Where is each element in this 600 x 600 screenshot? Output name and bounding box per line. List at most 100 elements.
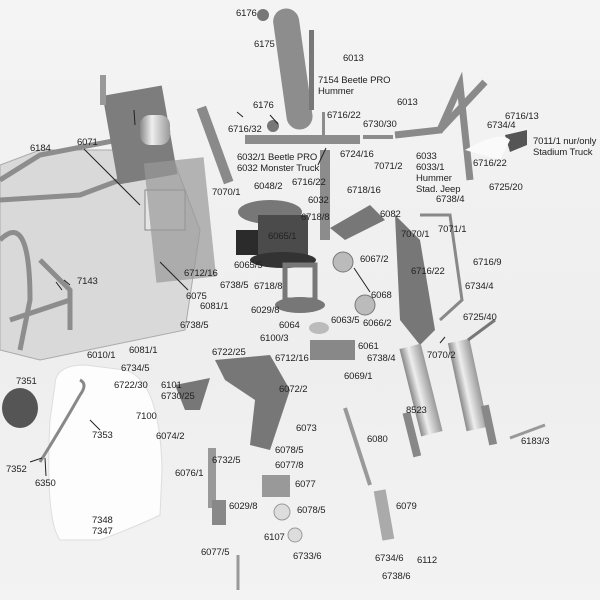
label-6175: 6175 bbox=[254, 39, 275, 50]
pin-6183 bbox=[509, 423, 546, 440]
nut-6107 bbox=[287, 527, 303, 543]
label-6725-40: 6725/40 bbox=[463, 312, 497, 323]
label-6350: 6350 bbox=[35, 478, 56, 489]
label-6738-4: 6738/4 bbox=[436, 194, 465, 205]
label-6071: 6071 bbox=[77, 137, 98, 148]
label-6081-1-b: 6081/1 bbox=[129, 345, 158, 356]
label-8523: 8523 bbox=[406, 405, 427, 416]
label-6048-2: 6048/2 bbox=[254, 181, 283, 192]
rod-6076 bbox=[208, 448, 216, 508]
label-6065-5: 6065/5 bbox=[234, 260, 263, 271]
bushing-6063 bbox=[309, 322, 329, 334]
leader-lines bbox=[29, 109, 446, 477]
gear-6067 bbox=[332, 251, 354, 273]
label-6718-8-b: 6718/8 bbox=[254, 281, 283, 292]
label-7011-1: 7011/1 nur/only Stadium Truck bbox=[533, 136, 597, 158]
label-6718-16: 6718/16 bbox=[347, 185, 381, 196]
label-6716-9: 6716/9 bbox=[473, 257, 502, 268]
label-6724-16: 6724/16 bbox=[340, 149, 374, 160]
bracket-6082 bbox=[330, 205, 385, 240]
label-6732-5: 6732/5 bbox=[212, 455, 241, 466]
label-6065-1: 6065/1 bbox=[268, 231, 297, 242]
hose-6350 bbox=[38, 378, 86, 463]
label-6733-6: 6733/6 bbox=[293, 551, 322, 562]
label-6061: 6061 bbox=[358, 341, 379, 352]
axle-6080 bbox=[343, 407, 372, 486]
label-6712-16-b: 6712/16 bbox=[275, 353, 309, 364]
label-6738-5: 6738/5 bbox=[220, 280, 249, 291]
label-6072-2: 6072/2 bbox=[279, 384, 308, 395]
hub-6077 bbox=[262, 475, 290, 497]
cap-7351 bbox=[2, 388, 38, 428]
label-7070-1: 7070/1 bbox=[212, 187, 241, 198]
label-7143: 7143 bbox=[77, 276, 98, 287]
label-6734-4: 6734/4 bbox=[487, 120, 516, 131]
post-7070 bbox=[196, 105, 234, 185]
knob-6176-b bbox=[267, 120, 279, 132]
label-7351: 7351 bbox=[16, 376, 37, 387]
label-6075: 6075 bbox=[186, 291, 207, 302]
label-6730-30: 6730/30 bbox=[363, 119, 397, 130]
front-cage-6033 bbox=[394, 71, 488, 181]
label-7070-1-b: 7070/1 bbox=[401, 229, 430, 240]
label-6082: 6082 bbox=[380, 209, 401, 220]
pin-6725-40 bbox=[467, 318, 496, 342]
label-6029-8-b: 6029/8 bbox=[229, 501, 258, 512]
label-7348: 7348 7347 bbox=[92, 515, 113, 537]
label-6716-22-c: 6716/22 bbox=[292, 177, 326, 188]
label-6013: 6013 bbox=[343, 53, 364, 64]
label-6176-b: 6176 bbox=[253, 100, 274, 111]
pin-7154 bbox=[309, 30, 314, 110]
link-arm-6175 bbox=[273, 8, 313, 130]
rod-7071 bbox=[420, 213, 464, 322]
label-6032: 6032 bbox=[308, 195, 329, 206]
label-6032-1: 6032/1 Beetle PRO 6032 Monster Truck bbox=[237, 152, 320, 174]
label-7070-2: 7070/2 bbox=[427, 350, 456, 361]
label-6074-2: 6074/2 bbox=[156, 431, 185, 442]
label-6716-13: 6716/13 bbox=[505, 111, 539, 122]
label-6734-5: 6734/5 bbox=[121, 363, 150, 374]
axle-6079 bbox=[373, 489, 395, 541]
label-6184: 6184 bbox=[30, 143, 51, 154]
label-6722-30: 6722/30 bbox=[114, 380, 148, 391]
label-6078-5: 6078/5 bbox=[275, 445, 304, 456]
label-6712-16: 6712/16 bbox=[184, 268, 218, 279]
arm-6072 bbox=[215, 355, 290, 450]
label-6033: 6033 6033/1 Hummer Stad. Jeep bbox=[416, 151, 461, 195]
arm-6074 bbox=[175, 378, 210, 410]
label-6716-22: 6716/22 bbox=[327, 110, 361, 121]
carrier-6064 bbox=[282, 262, 318, 303]
label-6068: 6068 bbox=[371, 290, 392, 301]
block-6061 bbox=[310, 340, 355, 360]
arm-7070 bbox=[395, 215, 435, 345]
label-6738-5-b: 6738/5 bbox=[180, 320, 209, 331]
sleeve-6065-5 bbox=[236, 230, 258, 255]
label-6176: 6176 bbox=[236, 8, 257, 19]
label-6107: 6107 bbox=[264, 532, 285, 543]
label-6029-8: 6029/8 bbox=[251, 305, 280, 316]
label-7071-2: 7071/2 bbox=[374, 161, 403, 172]
label-7154: 7154 Beetle PRO Hummer bbox=[318, 75, 391, 97]
label-6080: 6080 bbox=[367, 434, 388, 445]
knob-6176 bbox=[257, 9, 269, 21]
label-6718-8: 6718/8 bbox=[301, 212, 330, 223]
label-7100: 7100 bbox=[136, 411, 157, 422]
clear-shield bbox=[465, 136, 510, 160]
label-6078-5-b: 6078/5 bbox=[297, 505, 326, 516]
label-6077-8: 6077/8 bbox=[275, 460, 304, 471]
label-6716-22-d: 6716/22 bbox=[411, 266, 445, 277]
label-6077-5: 6077/5 bbox=[201, 547, 230, 558]
washer-6078 bbox=[273, 503, 291, 521]
label-6100-3: 6100/3 bbox=[260, 333, 289, 344]
label-6013-b: 6013 bbox=[397, 97, 418, 108]
label-6183-3: 6183/3 bbox=[521, 436, 550, 447]
label-6112: 6112 bbox=[417, 555, 438, 566]
label-7352: 7352 bbox=[6, 464, 27, 475]
label-6722-25: 6722/25 bbox=[212, 347, 246, 358]
label-6734-6: 6734/6 bbox=[375, 553, 404, 564]
label-6076-1: 6076/1 bbox=[175, 468, 204, 479]
label-6716-22-b: 6716/22 bbox=[473, 158, 507, 169]
label-6073: 6073 bbox=[296, 423, 317, 434]
label-6063-5: 6063/5 bbox=[331, 315, 360, 326]
